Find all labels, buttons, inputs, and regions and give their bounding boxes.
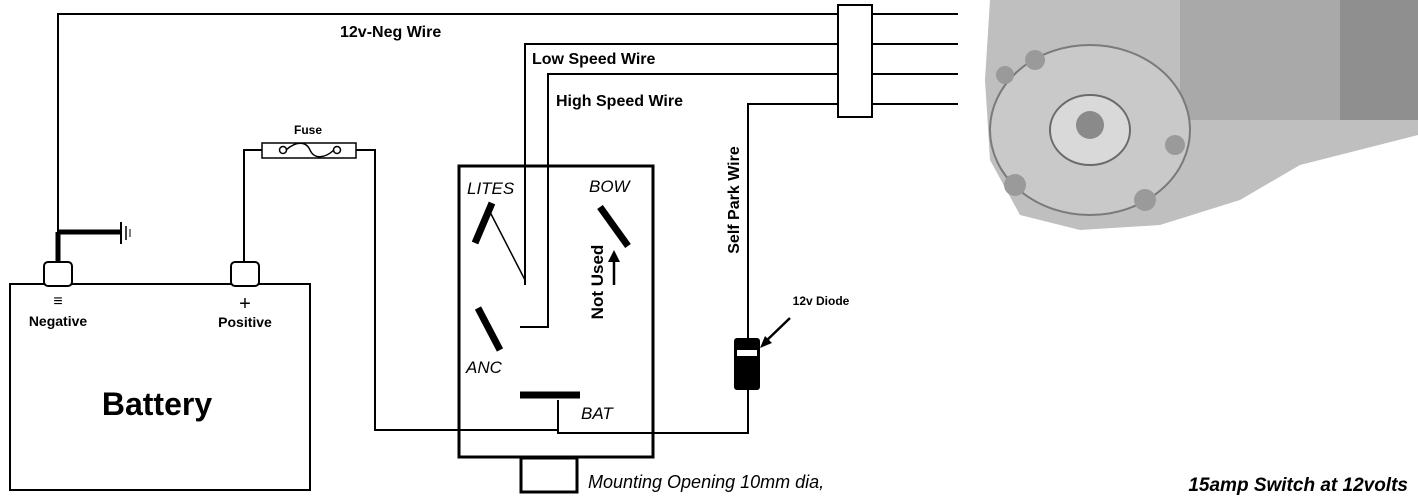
ground-icon <box>55 222 131 262</box>
wire-connector <box>837 4 873 118</box>
high-speed-wire-label: High Speed Wire <box>556 93 683 110</box>
bow-label: BOW <box>589 177 632 196</box>
diode-label: 12v Diode <box>793 294 850 308</box>
battery <box>9 261 311 491</box>
low-speed-wire <box>524 43 838 285</box>
lites-label: LITES <box>467 179 515 198</box>
not-used-label: Not Used <box>588 245 607 320</box>
fuse-symbol <box>261 142 357 159</box>
negative-symbol: ≡ <box>53 293 62 310</box>
negative-label: Negative <box>29 313 88 329</box>
fuse-label: Fuse <box>294 123 322 137</box>
rocker-switch <box>457 164 655 494</box>
positive-label: Positive <box>218 314 272 330</box>
anc-label: ANC <box>465 358 503 377</box>
mounting-note: Mounting Opening 10mm dia, <box>588 472 824 492</box>
neg-wire-label: 12v-Neg Wire <box>340 24 441 41</box>
wiper-motor-icon <box>985 0 1418 230</box>
switch-rating-note: 15amp Switch at 12volts <box>1188 475 1408 496</box>
positive-terminal <box>230 261 260 287</box>
low-speed-wire-label: Low Speed Wire <box>532 51 656 68</box>
battery-title: Battery <box>102 386 212 422</box>
high-speed-wire <box>520 73 838 328</box>
bat-label: BAT <box>581 404 614 423</box>
positive-symbol: + <box>239 293 251 315</box>
self-park-wire-label: Self Park Wire <box>726 146 743 254</box>
mounting-tab <box>519 456 579 494</box>
self-park-wire <box>747 103 838 338</box>
diode <box>734 317 791 390</box>
negative-terminal <box>43 261 73 287</box>
positive-wire <box>243 149 262 262</box>
neg-wire <box>57 13 838 232</box>
